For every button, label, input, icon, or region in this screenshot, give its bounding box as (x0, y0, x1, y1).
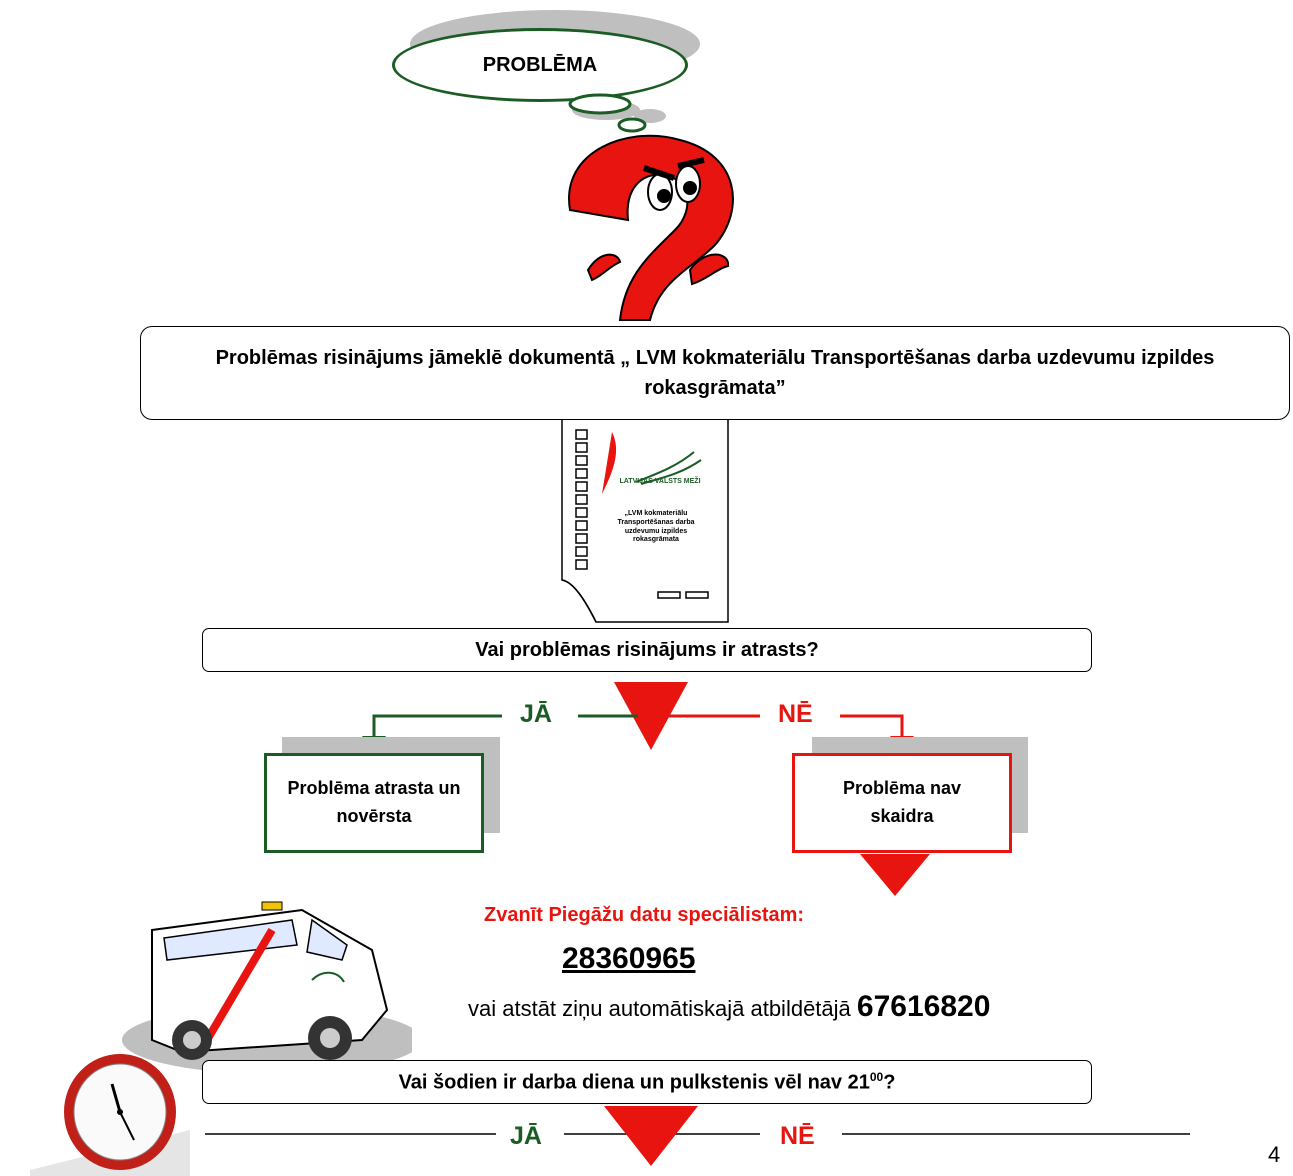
thought-bubble: PROBLĒMA (392, 28, 688, 102)
decision-triangle-2 (860, 854, 930, 896)
document-title: „LVM kokmateriālu Transportēšanas darba … (617, 510, 695, 544)
question-2-box: Vai šodien ir darba diena un pulkstenis … (202, 1060, 1092, 1104)
question-2-text: Vai šodien ir darba diena un pulkstenis … (398, 1069, 896, 1094)
angry-question-mark-icon (568, 93, 734, 321)
problem-unclear-box: Problēma nav skaidra (792, 753, 1012, 853)
question-1-box: Vai problēmas risinājums ir atrasts? (202, 628, 1092, 672)
branch-1-no-label: NĒ (778, 700, 813, 728)
voicemail-phone[interactable]: 67616820 (856, 990, 991, 1023)
van-icon (122, 901, 412, 1074)
page-number: 4 (1268, 1142, 1281, 1167)
phone-number[interactable]: 28360965 (562, 942, 696, 975)
search-instruction-text: Problēmas risinājums jāmeklē dokumentā „… (215, 347, 1215, 399)
call-heading: Zvanīt Piegāžu datu speciālistam: (484, 904, 805, 926)
document-icon (561, 413, 729, 623)
branch-2-yes-label: JĀ (510, 1122, 542, 1150)
branch-1-yes-label: JĀ (520, 700, 552, 728)
problem-found-box: Problēma atrasta un novērsta (264, 753, 484, 853)
voicemail-line: vai atstāt ziņu automātiskajā atbildētāj… (468, 990, 990, 1024)
clock-icon (30, 1054, 190, 1176)
problem-unclear-text: Problēma nav skaidra (842, 778, 962, 826)
document-logo-text: LATVIJAS VALSTS MEŽI (619, 478, 701, 485)
problem-found-text: Problēma atrasta un novērsta (287, 778, 461, 826)
decision-triangle-3 (604, 1106, 698, 1166)
voicemail-prefix: vai atstāt ziņu automātiskajā atbildētāj… (468, 996, 851, 1021)
decision-triangle-1 (614, 682, 688, 750)
branch-2-no-label: NĒ (780, 1122, 815, 1150)
thought-bubble-text: PROBLĒMA (482, 53, 598, 76)
search-instruction-box: Problēmas risinājums jāmeklē dokumentā „… (140, 326, 1290, 420)
question-1-text: Vai problēmas risinājums ir atrasts? (475, 638, 819, 661)
